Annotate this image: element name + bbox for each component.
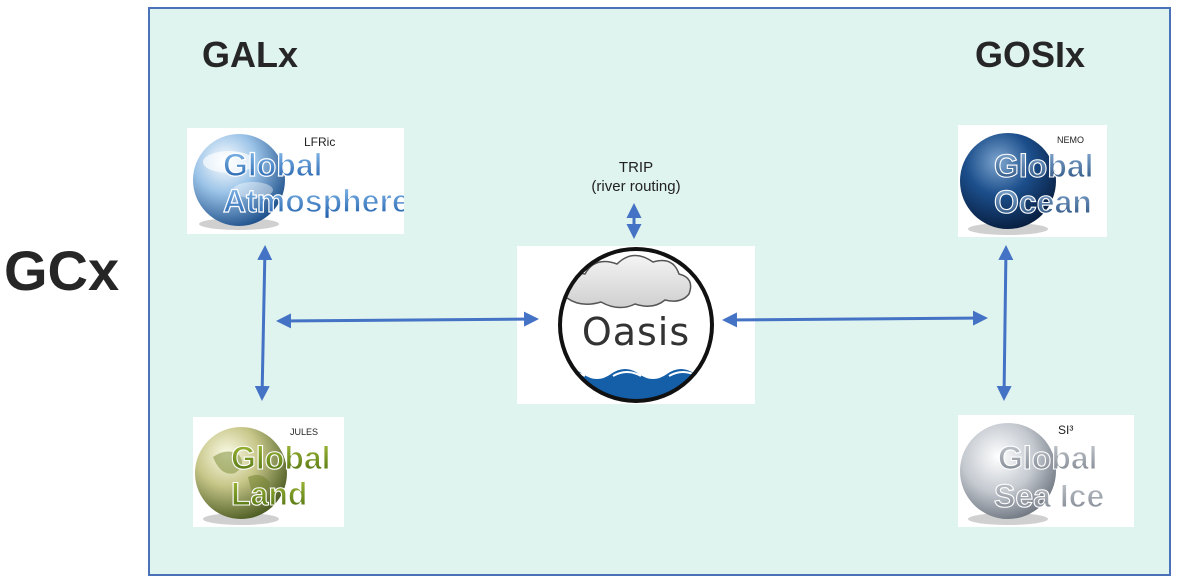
atmosphere-oasis-arrow: [276, 311, 539, 329]
svg-text:Global: Global: [998, 440, 1098, 476]
atmosphere-land-arrow: [254, 245, 273, 401]
ocean-seaice-arrow: [996, 245, 1014, 401]
svg-text:Global: Global: [223, 147, 323, 183]
nemo-label: NEMO: [1057, 135, 1084, 145]
oasis-coupler-logo: Oasis: [517, 246, 755, 404]
gosix-title: GOSIx: [975, 34, 1086, 75]
gcx-label: GCx: [4, 239, 120, 302]
trip-title: TRIP: [618, 159, 654, 176]
ocean-globe-icon: Global Ocean: [960, 133, 1094, 235]
global-ocean-logo: Global Ocean NEMO: [958, 125, 1107, 237]
svg-text:Sea Ice: Sea Ice: [994, 478, 1104, 514]
svg-text:Land: Land: [231, 476, 307, 512]
oasis-icon: [558, 247, 714, 403]
global-land-logo: Global Land JULES: [193, 417, 344, 527]
svg-text:Atmosphere: Atmosphere: [223, 183, 404, 219]
trip-label: TRIP (river routing): [568, 158, 704, 196]
svg-text:Global: Global: [994, 148, 1094, 184]
svg-text:Ocean: Ocean: [994, 184, 1092, 220]
global-atmosphere-logo: Global Atmosphere LFRic: [187, 128, 404, 234]
atmosphere-globe-icon: Global Atmosphere: [193, 134, 404, 230]
svg-text:Global: Global: [231, 440, 331, 476]
lfric-label: LFRic: [304, 135, 336, 149]
sea-ice-globe-icon: Global Sea Ice: [960, 423, 1105, 525]
trip-subtitle: (river routing): [591, 178, 681, 195]
jules-label: JULES: [290, 427, 319, 437]
land-globe-icon: Global Land: [195, 427, 331, 525]
si3-label: SI³: [1058, 423, 1074, 437]
galx-title: GALx: [202, 34, 299, 75]
oasis-ocean-arrow: [722, 310, 988, 328]
oasis-label: Oasis: [581, 310, 691, 354]
global-sea-ice-logo: Global Sea Ice SI³: [958, 415, 1134, 527]
